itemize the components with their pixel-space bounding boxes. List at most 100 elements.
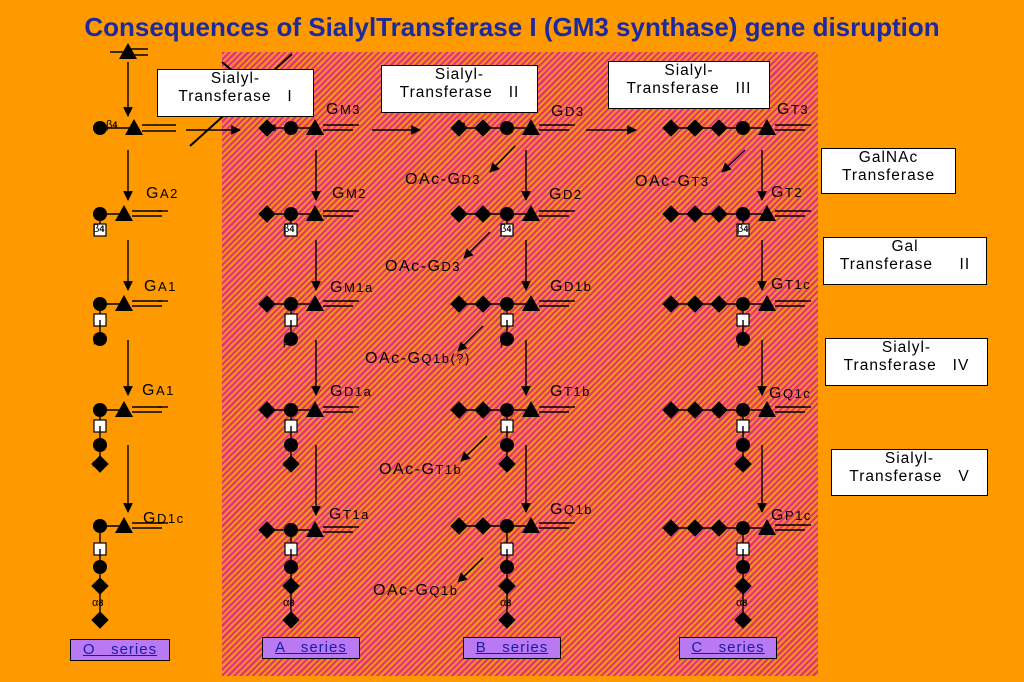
label-gq1b: GQ1b xyxy=(550,501,594,518)
label-gt3: GT3 xyxy=(777,101,810,118)
galactose-triangle xyxy=(522,517,540,533)
sialic-acid-diamond xyxy=(258,401,276,419)
linkage-beta3: β3 xyxy=(93,333,105,345)
enzyme-sialyltransferase-5: Sialyl-Transferase V xyxy=(831,449,988,496)
linkage-alpha8: α8 xyxy=(665,122,677,134)
galactose-triangle xyxy=(522,205,540,221)
galactose-triangle xyxy=(758,119,776,135)
label-oac-gq1b: OAc-GQ1b xyxy=(373,582,459,599)
enzyme-label: Transferase IV xyxy=(843,357,970,374)
galactose-triangle xyxy=(758,401,776,417)
sialic-acid-diamond xyxy=(450,517,468,535)
enzyme-label: Transferase II xyxy=(399,84,520,101)
series-label-a[interactable]: A series xyxy=(262,637,360,659)
enzyme-label: Sialyl- xyxy=(881,339,932,356)
galactose-triangle xyxy=(115,517,133,533)
label-gt1c: GT1c xyxy=(771,276,812,293)
reaction-arrow xyxy=(463,231,491,259)
sialic-acid-diamond xyxy=(450,205,468,223)
enzyme-label: Transferase I xyxy=(178,88,293,105)
linkage-beta3: β3 xyxy=(500,336,512,348)
sialic-acid-diamond xyxy=(282,455,300,473)
glucose-circle xyxy=(284,332,298,346)
galactose-triangle xyxy=(758,519,776,535)
galactose-triangle xyxy=(125,119,143,135)
label-gd1b: GD1b xyxy=(550,278,593,295)
reaction-arrow xyxy=(721,149,746,173)
sialic-acid-diamond xyxy=(91,611,109,629)
series-label-c[interactable]: C series xyxy=(679,637,777,659)
label-gt1b: GT1b xyxy=(550,383,591,400)
reaction-arrow xyxy=(457,557,484,583)
enzyme-sialyltransferase-1: Sialyl-Transferase I xyxy=(157,69,314,117)
reaction-arrow xyxy=(460,435,488,462)
galactose-triangle xyxy=(306,119,324,135)
linkage-alpha3: α3 xyxy=(736,459,748,471)
linkage-alpha8: α8 xyxy=(736,597,748,609)
sialic-acid-diamond xyxy=(258,205,276,223)
galactose-triangle xyxy=(115,205,133,221)
galactose-triangle xyxy=(306,205,324,221)
glucose-circle xyxy=(500,332,514,346)
galactose-triangle xyxy=(119,43,137,59)
label-gq1c: GQ1c xyxy=(769,385,812,402)
linkage-alpha3: α3 xyxy=(92,458,104,470)
series-label-o[interactable]: O series xyxy=(70,639,170,661)
label-gd1c: GD1c xyxy=(143,510,185,527)
label-gd2: GD2 xyxy=(549,186,583,203)
sialic-acid-diamond xyxy=(282,611,300,629)
label-oac-gt3: OAc-GT3 xyxy=(635,173,710,190)
sialic-acid-diamond xyxy=(258,295,276,313)
linkage-alpha8: α8 xyxy=(92,597,104,609)
sialic-acid-diamond xyxy=(450,295,468,313)
reaction-arrow xyxy=(457,325,484,352)
label-gd1a: GD1a xyxy=(330,383,373,400)
enzyme-label: Sialyl- xyxy=(434,66,485,83)
enzyme-label: GalNAc xyxy=(858,149,919,166)
linkage-beta3: β3 xyxy=(283,336,295,348)
enzyme-label: Sialyl- xyxy=(664,62,714,79)
sialic-acid-diamond xyxy=(662,205,680,223)
galnac-square xyxy=(284,223,298,237)
label-gd3: GD3 xyxy=(551,103,585,120)
label-ga2: GA2 xyxy=(146,185,179,202)
reaction-arrows xyxy=(123,62,767,583)
sialic-acid-diamond xyxy=(734,455,752,473)
linkage-alpha8: α8 xyxy=(454,120,466,132)
reaction-arrow xyxy=(489,145,516,173)
sialic-acid-diamond xyxy=(662,401,680,419)
label-gt1a: GT1a xyxy=(329,506,370,523)
linkage-alpha3: α3 xyxy=(265,122,277,134)
page-title: Consequences of SialylTransferase I (GM3… xyxy=(84,12,940,42)
enzyme-label: Transferase V xyxy=(849,468,970,485)
linkage-alpha3: α3 xyxy=(500,458,512,470)
label-ga1: GA1 xyxy=(142,382,175,399)
label-gm2: GM2 xyxy=(332,185,368,202)
galactose-triangle xyxy=(522,401,540,417)
sialic-acid-diamond xyxy=(686,519,704,537)
sialic-acid-diamond xyxy=(662,519,680,537)
sialic-acid-diamond xyxy=(450,119,468,137)
series-label-b[interactable]: B series xyxy=(463,637,561,659)
linkage-beta4: β4 xyxy=(93,223,105,235)
linkage-beta4: β4 xyxy=(500,223,512,235)
galactose-triangle xyxy=(758,205,776,221)
label-ga1: GA1 xyxy=(144,278,177,295)
enzyme-label: Sialyl- xyxy=(210,70,261,87)
enzyme-label: Transferase xyxy=(841,167,936,184)
linkage-beta3: β3 xyxy=(737,336,749,348)
galnac-square xyxy=(500,223,514,237)
sialic-acid-diamond xyxy=(258,119,276,137)
sialic-acid-diamond xyxy=(91,455,109,473)
enzyme-sialyltransferase-2: Sialyl-Transferase II xyxy=(381,65,538,113)
linkage-alpha8: α8 xyxy=(283,597,295,609)
glucose-circle xyxy=(736,121,750,135)
sialic-acid-diamond xyxy=(474,517,492,535)
galactose-triangle xyxy=(758,295,776,311)
enzyme-sialyltransferase-4: Sialyl-Transferase IV xyxy=(825,338,988,386)
sialic-acid-diamond xyxy=(734,611,752,629)
glucose-circle xyxy=(500,121,514,135)
linkage-beta4: β4 xyxy=(106,119,118,131)
label-gm1a: GM1a xyxy=(330,279,374,296)
